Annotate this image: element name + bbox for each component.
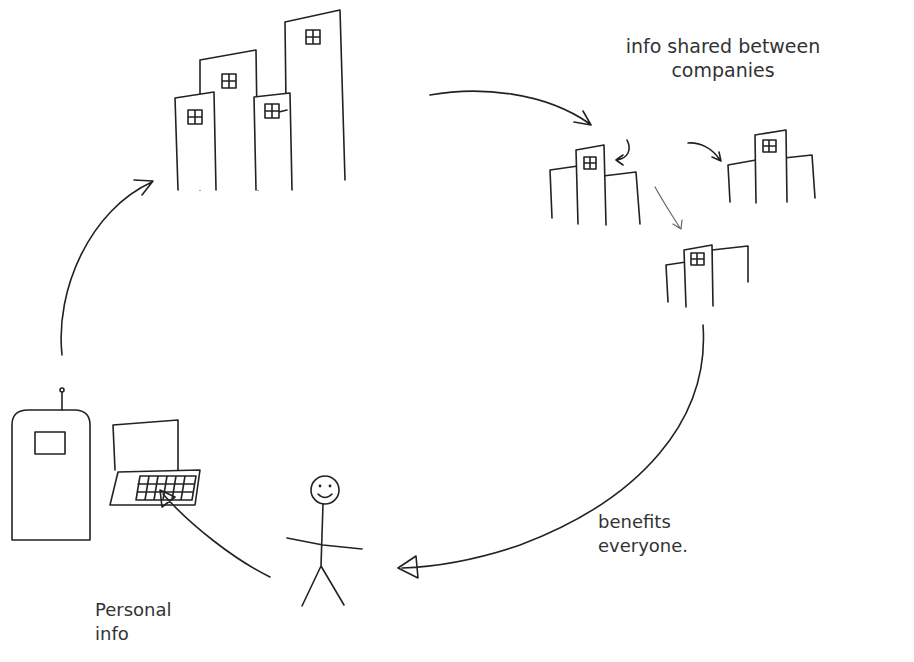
sharing-arrow <box>655 187 682 229</box>
note-label: info shared between companies <box>608 34 838 82</box>
sharing-arrow <box>688 143 721 161</box>
person-smile <box>318 494 332 498</box>
building-window <box>265 104 287 118</box>
person-eye <box>329 485 332 488</box>
person-eye <box>319 485 322 488</box>
office-building <box>254 93 292 190</box>
office-building <box>603 172 640 224</box>
laptop-lid <box>113 420 178 470</box>
building-window <box>222 74 236 88</box>
laptop-base <box>110 470 200 505</box>
phone-screen <box>35 432 65 454</box>
office-building <box>576 145 606 225</box>
cycle-arrow <box>160 490 270 577</box>
building-window <box>306 30 320 44</box>
office-building <box>755 130 787 203</box>
building-window <box>188 110 202 124</box>
office-building <box>175 92 216 190</box>
person-head <box>311 476 339 504</box>
office-building <box>684 245 713 307</box>
phone-antenna <box>61 392 63 410</box>
laptop-keyboard <box>136 476 196 500</box>
phone-antenna <box>60 388 64 392</box>
person-body <box>287 504 362 606</box>
office-building <box>784 155 815 200</box>
office-building <box>550 166 580 220</box>
note-label: benefits everyone. <box>598 510 710 558</box>
office-building <box>728 160 758 202</box>
cycle-arrow <box>430 91 591 125</box>
office-building <box>285 10 345 185</box>
mobile-phone <box>12 410 90 540</box>
note-label: Personal info <box>95 598 195 646</box>
building-window <box>691 253 704 265</box>
cycle-arrow <box>61 180 153 355</box>
sharing-arrow <box>616 140 629 165</box>
office-building <box>712 246 748 305</box>
building-window <box>584 157 596 169</box>
building-window <box>763 140 776 152</box>
